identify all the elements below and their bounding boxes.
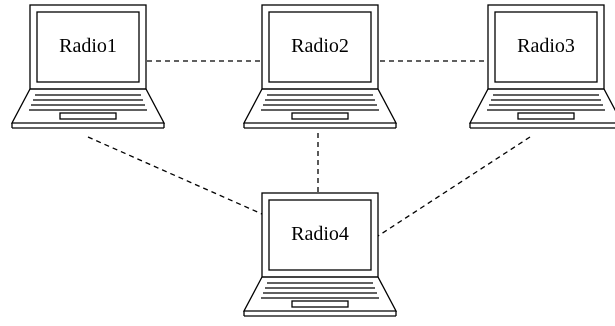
laptop-screen — [494, 11, 598, 83]
laptop-spacebar — [291, 300, 349, 308]
node-label-radio1: Radio1 — [59, 35, 117, 57]
laptop-keyboard — [242, 276, 398, 312]
node-label-radio2: Radio2 — [291, 35, 349, 57]
node-label-radio4: Radio4 — [291, 223, 349, 245]
laptop-keyboard — [468, 88, 615, 124]
links — [87, 60, 531, 237]
laptop-spacebar — [59, 112, 117, 120]
node-label-radio3: Radio3 — [517, 35, 575, 57]
link-radio1-radio4 — [87, 136, 263, 215]
laptop-radio2: Radio2 — [242, 4, 398, 129]
laptop-spacebar — [291, 112, 349, 120]
laptop-keyboard — [10, 88, 166, 124]
link-radio3-radio4 — [377, 136, 531, 237]
laptop-screen — [268, 11, 372, 83]
laptop-radio3: Radio3 — [468, 4, 615, 129]
laptop-keyboard — [242, 88, 398, 124]
laptop-radio4: Radio4 — [242, 192, 398, 317]
laptop-screen — [268, 199, 372, 271]
laptop-spacebar — [517, 112, 575, 120]
laptop-radio1: Radio1 — [10, 4, 166, 129]
laptop-screen — [36, 11, 140, 83]
